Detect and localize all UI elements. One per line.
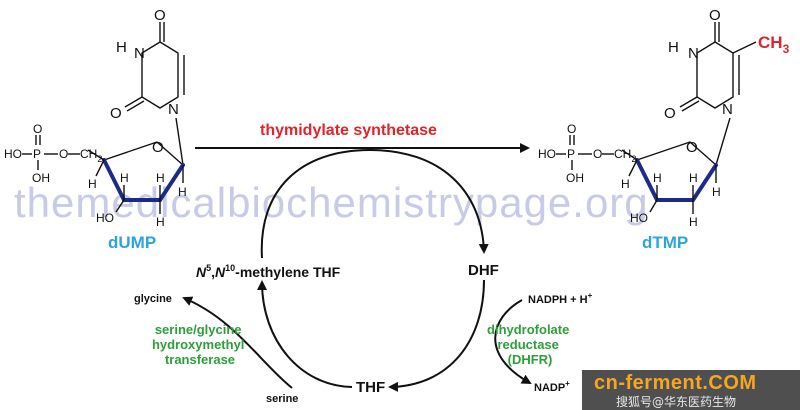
dump-n3-h: H [116,39,127,56]
dump-pyrimidine-ring [141,41,179,109]
cycle-top-arc [260,148,489,259]
dtmp-h2: H [689,171,698,185]
dump-ch2: CH2 [80,147,102,164]
dump-o-carbonyl-side: O [110,105,122,122]
dtmp-n1: N [722,101,733,118]
dtmp-n3-h: H [668,39,679,56]
dtmp-methyl-label: CH3 [758,33,790,56]
dump-o-link: O [59,147,68,161]
dump-ho: HO [96,211,114,225]
dump-o-carbonyl-top: O [154,7,166,24]
shmt-enzyme-label: serine/glycine hydroxymethyl transferase [152,322,248,367]
methylene-thf-label: N5,N10-methylene THF [196,263,341,280]
footer-subtitle: 搜狐号@华东医药生物 [616,395,737,409]
cycle-right-arc [388,279,485,392]
thymidylate-synthetase-label: thymidylate synthetase [260,122,437,139]
dhfr-enzyme-label: dihydrofolate reductase (DHFR) [487,322,573,367]
dump-h5: H [156,215,165,229]
dump-p: P [33,147,41,161]
dump-ring-o: O [152,139,164,156]
dhf-label: DHF [468,262,499,279]
dtmp-p-o: O [567,122,576,136]
serine-label: serine [266,393,298,405]
dump-n1: N [168,101,179,118]
dump-molecule: O H N O N O H H H H HO H HO P O OH O [4,7,187,252]
nadph-nadp-arrow [494,299,532,384]
dtmp-o-link: O [593,147,602,161]
dtmp-n3: N [688,45,699,62]
dtmp-h5: H [689,215,698,229]
dtmp-h1: H [712,185,721,199]
dump-ho-phosphate: HO [4,147,22,161]
dtmp-o-carbonyl-top: O [709,7,721,24]
dump-p-oh: OH [32,171,50,185]
nadph-label: NADPH + H+ [528,291,593,306]
dump-sugar-front [102,158,126,202]
dump-h4: H [88,177,97,191]
dtmp-ho-phosphate: HO [538,147,556,161]
dtmp-h3: H [653,171,662,185]
dtmp-pyrimidine-ring [696,41,734,109]
thf-label: THF [356,379,385,396]
dtmp-o-carbonyl-side: O [664,105,676,122]
nadp-label: NADP+ [534,379,570,394]
dump-p-o: O [33,122,42,136]
dump-n3: N [134,45,145,62]
dtmp-label: dTMP [642,233,688,252]
footer-watermark-bar [582,370,800,410]
glycine-label: glycine [134,293,172,305]
dump-label: dUMP [108,233,156,252]
dtmp-p-oh: OH [566,171,584,185]
dtmp-ring-o: O [686,139,698,156]
cycle-left-arc [257,280,353,388]
dump-h3: H [120,171,129,185]
footer-logo: cn-ferment.COM [594,372,757,394]
dtmp-ho: HO [630,211,648,225]
dtmp-molecule: O H N O N CH3 O H H H H HO H HO P O OH [538,7,790,252]
dtmp-p: P [567,147,575,161]
dtmp-h4: H [621,177,630,191]
folate-cycle: N5,N10-methylene THF DHF THF NADPH + H+ … [134,148,593,405]
dump-h2: H [156,171,165,185]
dump-h1: H [178,185,187,199]
dtmp-ch2: CH2 [614,147,636,164]
serine-glycine-arrow [182,296,293,389]
